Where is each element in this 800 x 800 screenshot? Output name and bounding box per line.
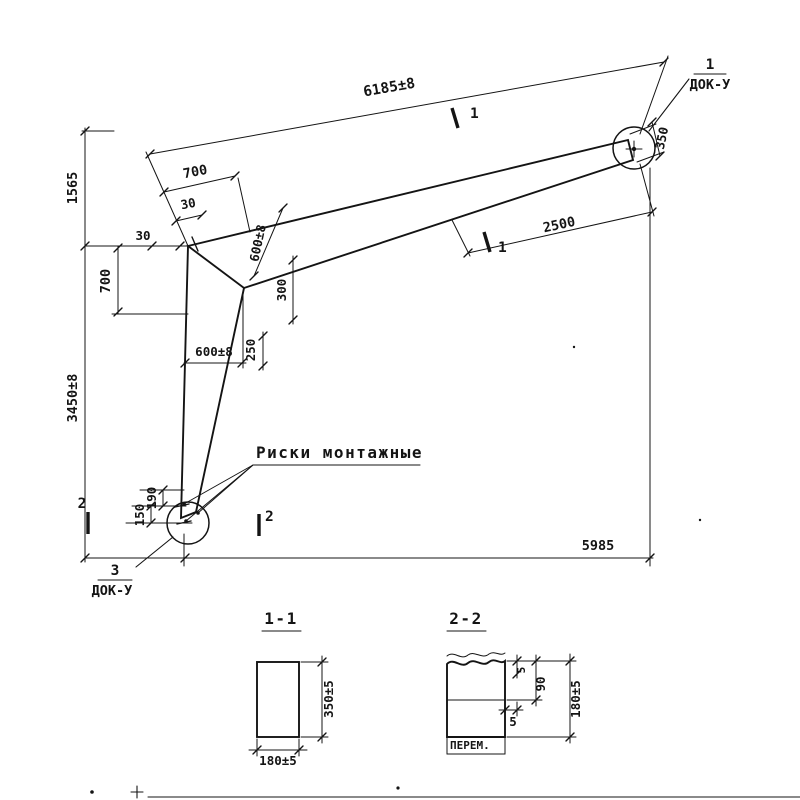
dim-ticks <box>317 657 327 742</box>
cut-2-label: 2 <box>78 496 87 512</box>
dim-ticks <box>512 656 575 742</box>
dim-column-600: 600±8 <box>180 291 247 369</box>
section-1-1-height-text: 350±5 <box>321 680 336 718</box>
dim-ticks <box>647 117 665 161</box>
section-2-2-break-line <box>446 652 506 658</box>
section-2-2: 2-2 5 90 180±5 5 ПЕРЕМ. <box>446 609 583 755</box>
dim-ticks <box>463 207 657 258</box>
detail-1-number: 1 <box>706 57 715 73</box>
dim-ticks <box>159 171 240 197</box>
dim-top-30-text: 30 <box>179 195 197 213</box>
frame-outline <box>180 138 635 520</box>
dim-column-250-text: 250 <box>243 339 258 362</box>
dim-joint-30-text: 30 <box>135 228 150 243</box>
cut-1-label: 1 <box>470 106 479 122</box>
cut-2-label: 2 <box>265 509 274 525</box>
dim-haunch-600: 600±8 <box>246 203 288 281</box>
cut-1-label: 1 <box>498 240 507 256</box>
detail-1-doc-label: ДОК-У <box>690 77 731 93</box>
dim-rafter-2500: 2500 <box>451 163 657 258</box>
dim-top-700-text: 700 <box>182 162 209 182</box>
dim-ticks <box>180 358 247 368</box>
dim-column-600-text: 600±8 <box>195 344 233 359</box>
section-1-1-profile <box>256 661 300 738</box>
dim-ticks <box>500 705 522 715</box>
dim-haunch-300-text: 300 <box>274 279 289 302</box>
detail-1-circle <box>612 126 656 170</box>
dim-bottom-5985-text: 5985 <box>582 538 615 554</box>
dim-end-350: 350 <box>629 117 671 163</box>
dim-ticks <box>249 203 288 281</box>
cut-mark-2-left: 2 <box>78 496 90 534</box>
dim-joint-700-text: 700 <box>98 269 114 293</box>
dim-joint-700: 700 <box>98 243 189 317</box>
dim-ticks <box>252 745 304 755</box>
dim-ticks <box>288 255 298 325</box>
dim-rafter-2500-text: 2500 <box>542 214 577 236</box>
dim-bottom-5985: 5985 <box>84 167 655 567</box>
section-1-1: 1-1 350±5 180±5 <box>248 609 336 768</box>
section-1-1-width-text: 180±5 <box>259 753 297 768</box>
dim-total-top-text: 6185±8 <box>362 76 416 101</box>
cut-mark-1-top: 1 <box>450 106 479 129</box>
dim-base-190-150: 190 150 <box>125 485 193 528</box>
detail-3-number: 3 <box>111 563 120 579</box>
detail-3-doc-label: ДОК-У <box>92 583 133 599</box>
dim-base-190-text: 190 <box>144 487 159 510</box>
dim-top-700: 700 <box>159 162 251 233</box>
detail-3-callout: 3 ДОК-У <box>92 536 174 599</box>
dim-ticks <box>147 241 185 251</box>
dim-column-250: 250 <box>243 331 268 371</box>
rafter-outline <box>185 138 635 290</box>
section-2-2-height-text: 180±5 <box>568 680 583 718</box>
dim-ticks <box>180 553 655 563</box>
dim-joint-30: 30 <box>135 228 185 251</box>
section-2-2-90-text: 90 <box>533 676 548 691</box>
detail-1-callout: 1 ДОК-У <box>648 57 731 132</box>
dim-left-column: 1565 3450±8 <box>65 126 189 563</box>
section-2-2-gap-top-text: 5 <box>515 667 528 674</box>
dim-ticks <box>113 243 123 317</box>
dim-total-top: 6185±8 <box>145 55 669 247</box>
section-2-2-gap-bottom-text: 5 <box>509 714 517 729</box>
dim-left-upper-text: 1565 <box>65 172 81 205</box>
page-artifacts <box>90 345 800 799</box>
detail-circle-1 <box>612 126 656 170</box>
cut-mark-1-bottom: 1 <box>482 231 507 256</box>
section-2-2-title: 2-2 <box>449 609 482 628</box>
section-2-2-profile <box>446 659 506 738</box>
section-1-1-title: 1-1 <box>264 609 297 628</box>
dim-end-350-text: 350 <box>652 125 671 150</box>
anchor-point-dot <box>631 146 637 152</box>
mounting-marks-text: Риски монтажные <box>256 443 423 462</box>
dim-base-150-text: 150 <box>132 504 147 527</box>
section-2-2-variable-text: ПЕРЕМ. <box>450 739 490 752</box>
dim-haunch-300: 300 <box>274 255 298 325</box>
dim-ticks <box>258 331 268 371</box>
dim-ticks <box>146 485 168 528</box>
dim-ticks <box>171 210 207 226</box>
dim-left-lower-text: 3450±8 <box>65 374 81 423</box>
dim-top-30: 30 <box>171 195 207 226</box>
cut-mark-2-right: 2 <box>257 509 274 536</box>
column-outline <box>180 245 245 520</box>
mounting-marks-note: Риски монтажные <box>182 443 423 523</box>
dim-ticks <box>145 57 669 159</box>
